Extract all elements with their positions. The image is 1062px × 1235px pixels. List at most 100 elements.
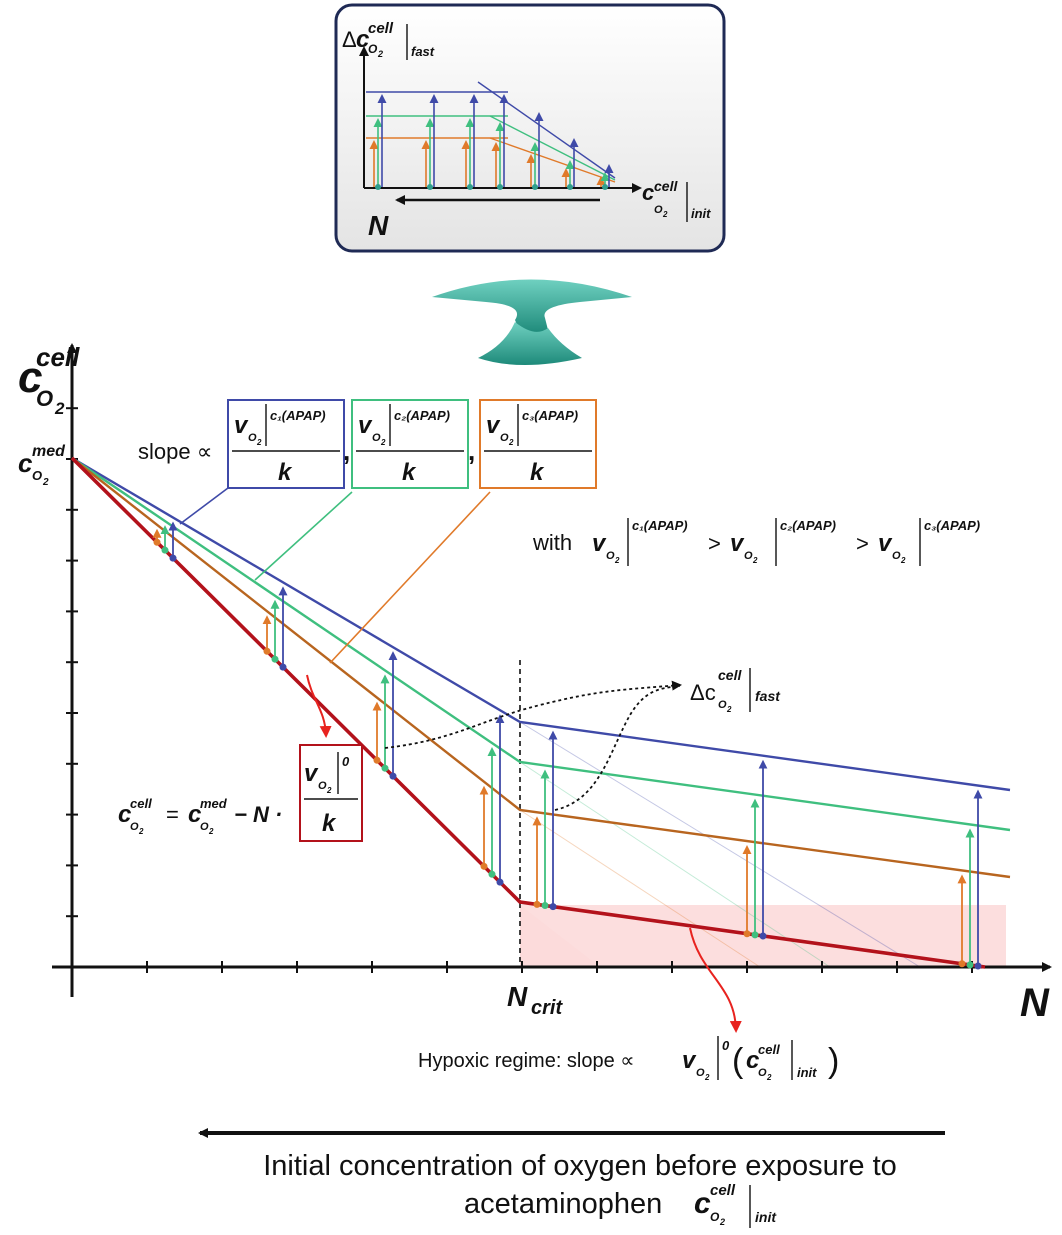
eq-v: v — [304, 760, 319, 787]
bottom-sub: O — [710, 1210, 720, 1224]
fast-sup: cell — [718, 667, 742, 683]
box3-sub: O — [500, 432, 509, 444]
box2-v: v — [358, 412, 373, 439]
slope-box-2: v O 2 c₂(APAP) k — [351, 399, 469, 489]
with-v3-sub2: 2 — [900, 556, 906, 565]
ncrit-sub: crit — [531, 997, 563, 1019]
eq-sub2-b: 2 — [208, 827, 214, 836]
with-label: with — [532, 530, 572, 555]
yaxis-label-sub2: 2 — [54, 399, 65, 418]
transition-dot-green — [161, 546, 169, 554]
transition-dot-green — [541, 901, 549, 909]
with-gt2: > — [856, 531, 869, 556]
with-sup1: c₁(APAP) — [632, 518, 688, 533]
with-sup2: c₂(APAP) — [780, 518, 836, 533]
transition-arrows — [152, 521, 983, 970]
box2-sub: O — [372, 432, 381, 444]
transition-dot-orange — [153, 538, 161, 546]
hypoxic-v-sub: O — [696, 1067, 705, 1079]
ymed-sub2: 2 — [42, 477, 49, 488]
eq-sub-b: O — [200, 821, 209, 833]
hypoxic-lparen: ( — [732, 1042, 744, 1080]
inset-green-slope — [489, 115, 616, 181]
fast-sub2: 2 — [726, 705, 732, 714]
transition-dot-blue — [759, 932, 767, 940]
inset-frame — [334, 3, 726, 253]
bottom-sup: cell — [710, 1182, 736, 1199]
hypoxic-c-sub: O — [758, 1067, 767, 1079]
inset-panel: Δ c cell O 2 fast c cell O 2 init N — [334, 3, 726, 253]
green-extension-faint — [519, 761, 831, 968]
blue-box-connector — [179, 487, 229, 525]
red-line — [70, 456, 986, 969]
bottom-sub2: 2 — [719, 1217, 725, 1227]
eq-sub2: 2 — [138, 827, 144, 836]
box2-sub2: 2 — [380, 438, 386, 447]
with-sup3: c₃(APAP) — [924, 518, 980, 533]
ymed-sup: med — [32, 443, 66, 460]
transition-dot-blue — [169, 554, 177, 562]
eq-c2: c — [188, 801, 201, 828]
yaxis-label-sup: cell — [36, 342, 80, 372]
hypoxic-v-sub2: 2 — [704, 1073, 710, 1082]
box3-v: v — [486, 412, 501, 439]
hypoxic-zero: 0 — [722, 1038, 730, 1053]
box3-sup: c₃(APAP) — [522, 408, 578, 423]
box2-sup: c₂(APAP) — [394, 408, 450, 423]
inset-n-label: N — [368, 210, 389, 241]
comma-2: , — [468, 436, 475, 466]
hypoxic-v: v — [682, 1047, 697, 1074]
box3-sub2: 2 — [508, 438, 514, 447]
transition-dot-blue — [389, 772, 397, 780]
with-v2-sub: O — [744, 550, 753, 562]
green-line — [71, 457, 1011, 832]
eq-v-sub2: 2 — [326, 786, 332, 795]
inset-ylabel-fast: fast — [411, 44, 435, 59]
blue-extension-faint — [519, 721, 921, 968]
inset-xlabel-init: init — [691, 206, 711, 221]
ncrit-n: N — [507, 981, 528, 1012]
orange-extension-faint — [519, 809, 761, 968]
orange-line — [71, 457, 1011, 879]
ymed-sub: O — [32, 468, 42, 483]
hypoxic-text: Hypoxic regime: slope ∝ — [418, 1050, 635, 1072]
eq-zero: 0 — [342, 754, 350, 769]
inset-dot — [532, 184, 538, 190]
inset-dot — [467, 184, 473, 190]
eq-sub: O — [130, 821, 139, 833]
ymed-c: c — [18, 448, 33, 478]
box1-v: v — [234, 412, 249, 439]
fast-sub: O — [718, 699, 727, 711]
main-chart: c cell O 2 c med O 2 N N crit slope ∝ v … — [18, 342, 1052, 1082]
eq-equals: = — [166, 802, 179, 827]
eq-minus-n: − N · — [234, 802, 282, 827]
green-box-connector — [254, 491, 353, 581]
transition-dot-blue — [496, 878, 504, 886]
hypoxic-region-wedge — [520, 905, 600, 967]
with-relation: with v O 2 c₁(APAP) > v O 2 c₂(APAP) > v… — [532, 518, 980, 566]
transition-dot-green — [381, 764, 389, 772]
fast-bar-label: fast — [755, 688, 781, 704]
inset-xlabel-sub: O — [654, 204, 663, 216]
transition-dot-orange — [480, 862, 488, 870]
hypoxic-init: init — [797, 1065, 817, 1080]
with-v1-sub: O — [606, 550, 615, 562]
slope-label: slope ∝ — [138, 439, 212, 464]
hypoxic-rparen: ) — [828, 1042, 839, 1080]
funnel-up-arrow-icon — [432, 279, 632, 365]
inset-dot — [375, 184, 381, 190]
transition-dot-orange — [958, 960, 966, 968]
box3-k: k — [530, 459, 545, 486]
fast-label: Δc cell O 2 fast — [690, 667, 781, 714]
inset-dot — [497, 184, 503, 190]
inset-xlabel-c: c — [642, 180, 654, 205]
with-v3: v — [878, 530, 893, 557]
transition-dot-blue — [549, 903, 557, 911]
slope-box-1: v O 2 c₁(APAP) k — [227, 399, 345, 489]
eq-k: k — [322, 810, 337, 837]
transition-dot-green — [966, 961, 974, 969]
hypoxic-c-sup: cell — [758, 1042, 780, 1057]
transition-dot-green — [751, 931, 759, 939]
blue-line — [71, 456, 1011, 792]
